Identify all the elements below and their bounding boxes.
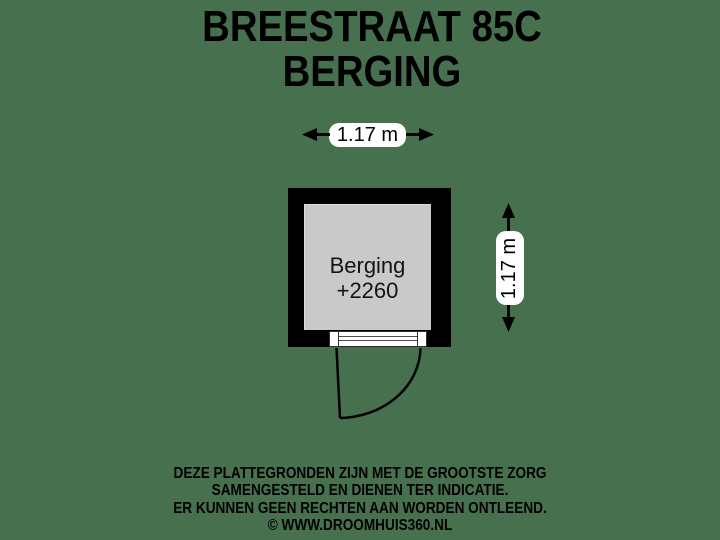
room-elevation: +2260: [336, 278, 399, 303]
title-room-type: BERGING: [282, 47, 462, 96]
threshold-line: [329, 339, 427, 341]
door-threshold: [329, 330, 427, 347]
width-dimension-value: 1.17 m: [336, 123, 399, 146]
room-name: Berging: [329, 253, 406, 278]
door-swing-arc: [339, 347, 422, 420]
arrow-right-icon: [419, 128, 434, 141]
disclaimer-line-2: SAMENGESTELD EN DIENEN TER INDICATIE.: [211, 482, 509, 500]
arrow-up-icon: [502, 203, 515, 218]
room-floor: [304, 204, 431, 330]
door-leaf: [335, 347, 342, 419]
title-address: BREESTRAAT 85C: [202, 2, 542, 51]
door-symbol: [335, 347, 422, 420]
page-title: BREESTRAAT 85C BERGING: [12, 4, 720, 94]
disclaimer: DEZE PLATTEGRONDEN ZIJN MET DE GROOTSTE …: [0, 465, 720, 534]
height-dimension-label: 1.17 m: [496, 231, 524, 305]
disclaimer-line-4: © WWW.DROOMHUIS360.NL: [267, 516, 453, 534]
door-jamb-right: [417, 330, 427, 347]
arrow-down-icon: [502, 317, 515, 332]
disclaimer-line-1: DEZE PLATTEGRONDEN ZIJN MET DE GROOTSTE …: [173, 465, 547, 482]
arrow-left-icon: [302, 128, 317, 141]
disclaimer-line-3: ER KUNNEN GEEN RECHTEN AAN WORDEN ONTLEE…: [173, 499, 547, 517]
height-dimension-value: 1.17 m: [498, 237, 521, 299]
door-jamb-left: [329, 330, 339, 347]
width-dimension-label: 1.17 m: [329, 123, 406, 147]
threshold-line: [329, 335, 427, 337]
room-label: Berging +2260: [304, 253, 431, 303]
